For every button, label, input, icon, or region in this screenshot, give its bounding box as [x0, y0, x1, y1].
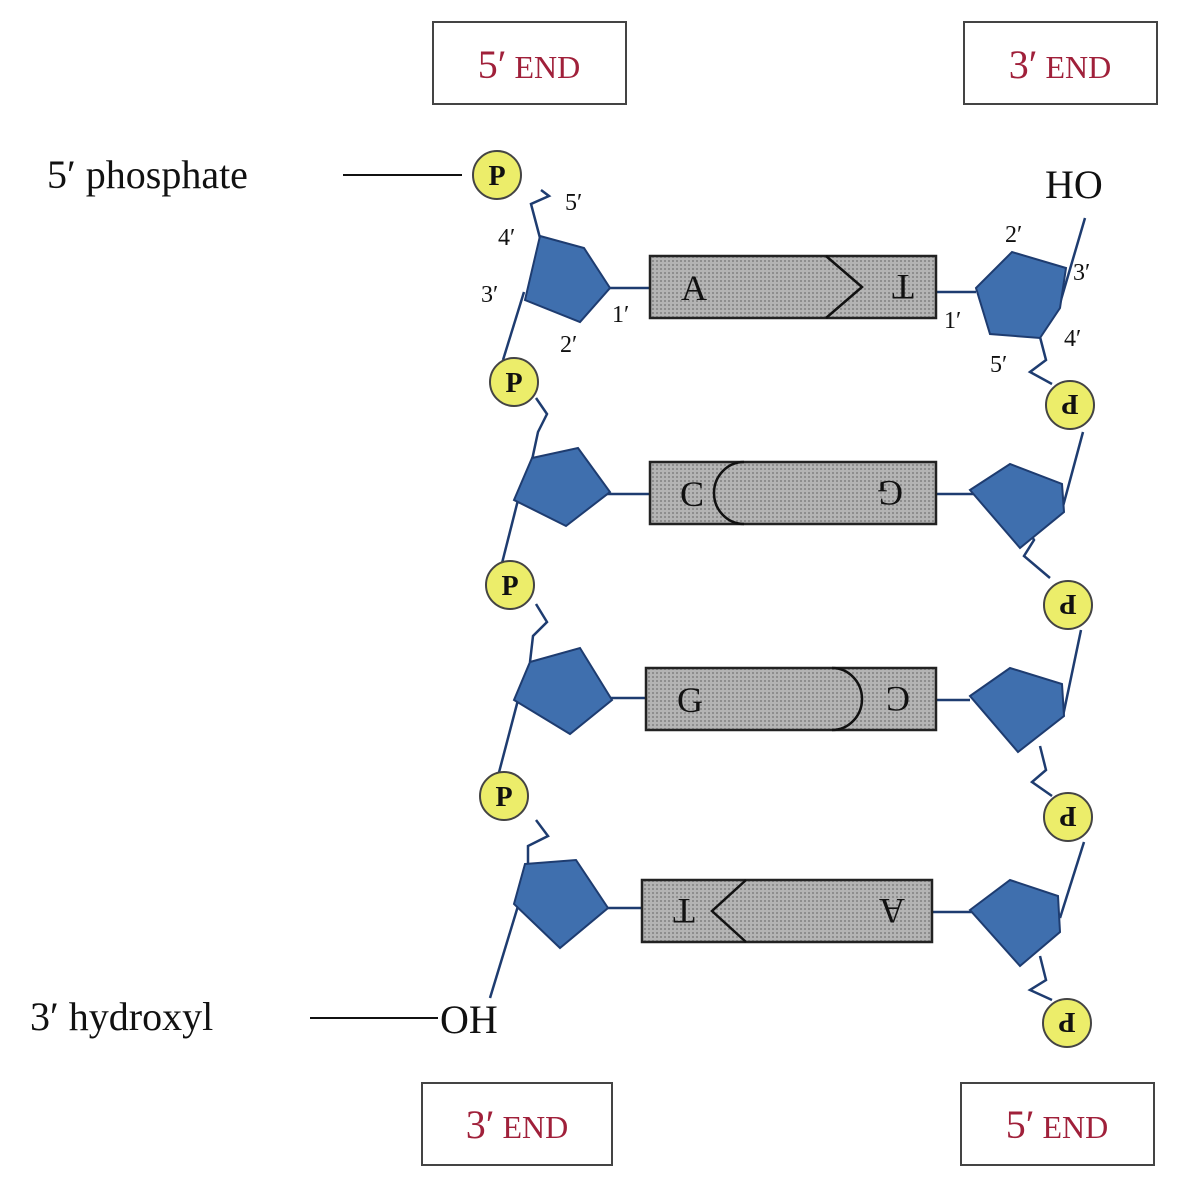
phosphate-right-4: P — [1042, 998, 1092, 1048]
svg-text:P: P — [1058, 1006, 1075, 1037]
base-3-right: C — [886, 679, 910, 719]
svg-text:3′: 3′ — [481, 282, 498, 308]
sugar-right-4 — [968, 878, 1062, 968]
left-strand-phosphates: P P P P — [472, 150, 539, 821]
svg-text:5′END: 5′END — [478, 42, 581, 87]
svg-text:P: P — [488, 161, 505, 192]
end-box-bottom-right-5-prime: 5′END — [960, 1082, 1155, 1166]
phosphate-left-3: P — [485, 560, 535, 610]
svg-text:4′: 4′ — [498, 225, 515, 251]
svg-text:P: P — [1059, 588, 1076, 619]
right-strand-sugars — [968, 250, 1068, 968]
base-pair-2: C G — [648, 460, 938, 526]
phosphate-right-2: P — [1043, 580, 1093, 630]
end-box-top-right-3-prime: 3′END — [963, 21, 1158, 105]
end-box-top-left-5-prime: 5′END — [432, 21, 627, 105]
label-ho-right: HO — [1045, 162, 1103, 207]
sugar-right-3 — [968, 666, 1066, 754]
sugar-left-2 — [512, 446, 612, 528]
svg-text:1′: 1′ — [944, 308, 961, 334]
label-5-prime-phosphate: 5′ phosphate — [47, 152, 248, 197]
svg-text:1′: 1′ — [612, 302, 629, 328]
sugar-left-3 — [512, 646, 614, 736]
phosphate-right-3: P — [1043, 792, 1093, 842]
end-box-bottom-left-3-prime: 3′END — [421, 1082, 613, 1166]
base-2-right: G — [877, 473, 903, 513]
base-4-left: T — [673, 891, 695, 931]
base-1-right: T — [892, 267, 914, 307]
base-pair-3: G C — [644, 666, 938, 732]
svg-text:2′: 2′ — [560, 332, 577, 358]
svg-text:4′: 4′ — [1064, 326, 1081, 352]
right-strand-backbone — [932, 217, 1087, 1002]
svg-text:5′: 5′ — [990, 352, 1007, 378]
svg-text:5′END: 5′END — [1006, 1102, 1109, 1147]
sugar-left-1 — [523, 234, 612, 324]
phosphate-left-1: P — [472, 150, 522, 200]
svg-text:5′: 5′ — [565, 190, 582, 216]
sugar-left-4 — [512, 858, 610, 950]
carbon-labels-left: 5′ 4′ 3′ 2′ 1′ — [481, 190, 629, 358]
svg-text:P: P — [505, 368, 522, 399]
base-4-right: A — [879, 891, 905, 931]
svg-text:P: P — [495, 782, 512, 813]
phosphate-right-1: P — [1045, 380, 1095, 430]
label-3-prime-hydroxyl: 3′ hydroxyl — [30, 994, 213, 1039]
phosphate-left-4: P — [479, 771, 529, 821]
phosphate-left-2: P — [489, 357, 539, 407]
svg-text:3′END: 3′END — [466, 1102, 569, 1147]
svg-text:2′: 2′ — [1005, 222, 1022, 248]
base-3-left: G — [677, 680, 703, 720]
svg-text:P: P — [1061, 388, 1078, 419]
svg-text:3′: 3′ — [1073, 260, 1090, 286]
svg-text:3′END: 3′END — [1009, 42, 1112, 87]
base-2-left: C — [680, 474, 704, 514]
carbon-labels-right: 1′ 2′ 3′ 4′ 5′ — [944, 222, 1090, 378]
base-pair-1: A T — [648, 254, 938, 320]
sugar-right-1 — [974, 250, 1068, 340]
left-strand-sugars — [512, 234, 614, 950]
sugar-right-2 — [968, 462, 1066, 550]
svg-text:P: P — [1059, 800, 1076, 831]
label-oh-left: OH — [440, 997, 498, 1042]
base-pair-4: T A — [640, 878, 934, 944]
right-strand-phosphates: P P P P — [1042, 380, 1095, 1048]
svg-text:P: P — [501, 571, 518, 602]
base-1-left: A — [681, 268, 707, 308]
